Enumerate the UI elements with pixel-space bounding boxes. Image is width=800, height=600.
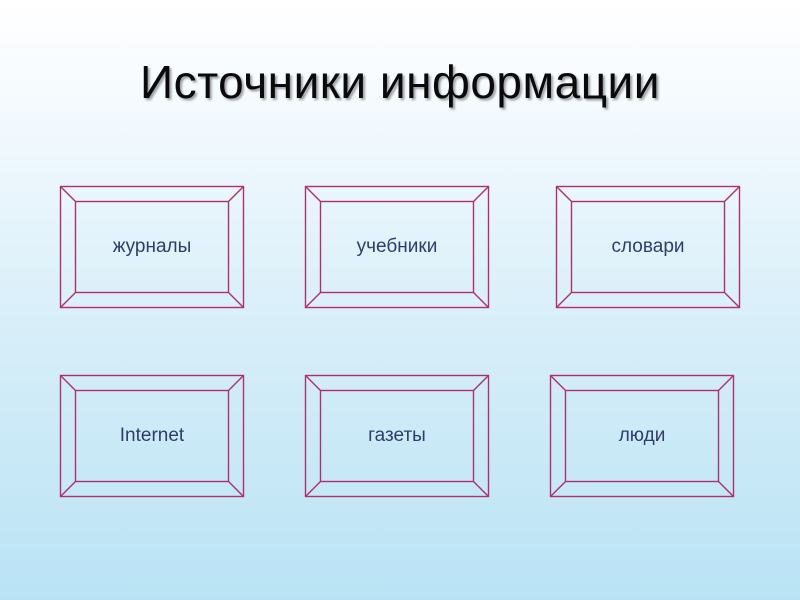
source-label: журналы xyxy=(112,236,192,257)
source-label: люди xyxy=(618,425,666,446)
frame-shape xyxy=(304,374,490,498)
slide-title: Источники информации xyxy=(140,56,660,108)
frame-shape xyxy=(304,185,490,309)
source-frame-newspapers: газеты xyxy=(304,374,490,498)
source-label: газеты xyxy=(368,425,426,446)
source-frame-journals: журналы xyxy=(59,185,245,309)
source-frame-internet: Internet xyxy=(59,374,245,498)
source-label: словари xyxy=(611,236,685,257)
frame-shape xyxy=(59,374,245,498)
frame-shape xyxy=(549,374,735,498)
frame-shape xyxy=(59,185,245,309)
source-frame-people: люди xyxy=(549,374,735,498)
source-label: учебники xyxy=(356,236,438,257)
source-frame-textbooks: учебники xyxy=(304,185,490,309)
frame-shape xyxy=(555,185,741,309)
source-label: Internet xyxy=(119,425,185,446)
source-frame-dictionaries: словари xyxy=(555,185,741,309)
